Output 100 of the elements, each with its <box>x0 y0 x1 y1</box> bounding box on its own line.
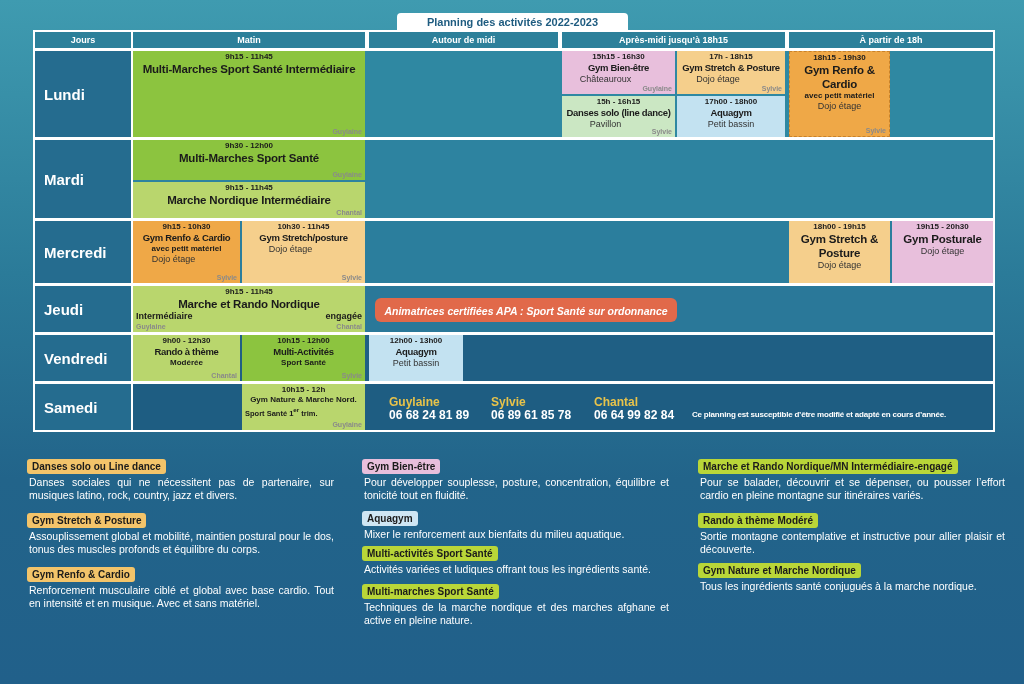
place-text: Dojo étage <box>817 101 862 112</box>
activity-cell <box>133 221 240 283</box>
time-text: 9h15 - 11h45 <box>225 52 273 62</box>
day-header: Samedi <box>35 384 131 430</box>
time-text: 17h - 18h15 <box>709 52 753 62</box>
activity-cell <box>789 51 890 137</box>
time-text: 9h15 - 11h45 <box>225 287 273 297</box>
activity-badge: Rando à thème Modéré <box>698 513 819 528</box>
activity-title: Gym Posturale <box>903 232 982 246</box>
title-tab: Planning des activités 2022-2023 <box>397 13 628 31</box>
time-text: 10h30 - 11h45 <box>277 222 330 232</box>
time-text: 12h00 - 13h00 <box>389 336 443 346</box>
day-header: Mercredi <box>35 221 131 283</box>
time-text: 15h15 - 16h30 <box>592 52 645 62</box>
time-text: 19h15 - 20h30 <box>916 222 969 232</box>
column-header: Matin <box>133 32 365 48</box>
time-text: 18h00 - 19h15 <box>813 222 866 232</box>
notice-banner <box>375 298 677 322</box>
contact-name: Chantal <box>594 395 638 409</box>
activity-cell <box>562 96 675 137</box>
activity-title: Marche et Rando Nordique <box>178 297 320 311</box>
activity-cell <box>677 96 785 137</box>
activity-badge: Gym Stretch & Posture <box>27 513 147 528</box>
activity-detail: Gym Nature & Marche Nord. <box>250 395 357 405</box>
activity-cell <box>242 221 365 283</box>
phone-number: 06 64 99 82 84 <box>594 408 675 422</box>
activity-description: Assouplissement global et mobilité, maintien postural pour le dos, tonus des muscles profonds et équilibre du corps. <box>29 530 334 556</box>
activity-title: Gym Renfo & Cardio <box>142 232 231 244</box>
activity-cell <box>133 286 365 332</box>
column-header: Après-midi jusqu’à 18h15 <box>562 32 785 48</box>
activity-cell <box>133 335 240 381</box>
activity-title: Danses solo (line dance) <box>566 107 671 119</box>
activity-cell <box>562 51 675 94</box>
activity-title: Multi-Marches Sport Santé <box>178 151 320 165</box>
activity-badge: Aquagym <box>362 511 418 526</box>
level-text: engagée <box>325 311 362 321</box>
place-text: Petit bassin <box>707 119 755 130</box>
activity-description: Mixer le renforcement aux bienfaits du milieu aquatique. <box>364 528 626 541</box>
activity-badge: Gym Nature et Marche Nordique <box>698 563 861 578</box>
time-text: 10h15 - 12h00 <box>277 336 330 346</box>
activity-title: Gym Bien-être <box>587 62 649 74</box>
time-text: 18h15 - 19h30 <box>813 53 866 63</box>
activity-badge: Multi-activités Sport Santé <box>362 546 498 561</box>
activity-badge: Multi-marches Sport Santé <box>362 584 499 599</box>
activity-description: Danses sociales qui ne nécessitent pas de partenaire, sur musiques latino, rock, country, jazz et divers. <box>29 476 334 502</box>
activity-cell <box>133 182 365 218</box>
activity-cell <box>892 221 993 283</box>
time-text: 9h00 - 12h30 <box>162 336 211 346</box>
activity-badge: Gym Bien-être <box>362 459 441 474</box>
activity-title: Marche Nordique Intermédiaire <box>167 193 331 207</box>
banner-text: Animatrices certifiées APA : Sport Santé sur ordonnance <box>384 304 668 319</box>
contact-name: Guylaine <box>389 395 440 409</box>
activity-title: Aquagym <box>710 107 752 119</box>
activity-cell <box>677 51 785 94</box>
place-text: Dojo étage <box>920 246 965 257</box>
day-header: Lundi <box>35 51 131 137</box>
level-text: Intermédiaire <box>136 311 193 321</box>
time-text: 15h - 16h15 <box>596 97 641 107</box>
phone-number: 06 89 61 85 78 <box>491 408 572 422</box>
activity-title: Multi-Marches Sport Santé Intermédiaire <box>142 62 356 76</box>
day-header: Mardi <box>35 140 131 218</box>
activity-description: Renforcement musculaire ciblé et global avec base cardio. Tout en intensité et en musique. Avec et sans matériel. <box>29 584 334 610</box>
activity-badge: Gym Renfo & Cardio <box>27 567 135 582</box>
activity-detail: avec petit matériel <box>151 244 222 254</box>
place-text: Dojo étage <box>817 260 862 271</box>
activity-description: Sortie montagne contemplative et instructive pour allier plaisir et découverte. <box>700 530 1005 556</box>
phone-number: 06 68 24 81 89 <box>389 408 470 422</box>
activity-detail: Sport Santé <box>281 358 326 368</box>
activity-badge: Marche et Rando Nordique/MN Intermédiaire-engagé <box>698 459 958 474</box>
column-header: À partir de 18h <box>789 32 993 48</box>
note-text: Ce planning est susceptible d’être modifié et adapté en cours d’année. <box>692 410 947 419</box>
place-text: Pavillon <box>589 119 623 130</box>
place-text: Châteauroux <box>579 74 633 85</box>
activity-cell <box>789 221 890 283</box>
activity-detail: Modérée <box>170 358 203 368</box>
place-text: Petit bassin <box>392 358 440 369</box>
activity-title: Rando à thème <box>154 346 219 358</box>
activity-title: Aquagym <box>395 346 437 358</box>
time-text: 17h00 - 18h00 <box>704 97 758 107</box>
activity-title: Gym Stretch/posture <box>259 232 348 244</box>
column-header: Jours <box>35 32 131 48</box>
activity-cell <box>133 51 365 137</box>
activity-cell <box>242 335 365 381</box>
activity-detail: avec petit matériel <box>804 91 875 101</box>
place-text: Dojo étage <box>151 254 197 265</box>
activity-description: Pour développer souplesse, posture, concentration, équilibre et tonicité tout en fluidité. <box>364 476 669 502</box>
activity-cell <box>242 384 365 430</box>
activity-title: Gym Renfo & Cardio <box>803 63 876 91</box>
activity-cell <box>369 335 463 381</box>
activity-title: Gym Stretch & Posture <box>799 232 880 260</box>
activity-description: Pour se balader, découvrir et se dépenser, ou pousser l’effort cardio en pleine montagne sur itinéraires variés. <box>700 476 1005 502</box>
time-text: 9h30 - 12h00 <box>225 141 273 151</box>
time-text: 9h15 - 10h30 <box>162 222 211 232</box>
activity-title: Multi-Activités <box>273 346 334 358</box>
activity-description: Activités variées et ludiques offrant tous les ingrédients santé. <box>364 563 652 576</box>
contact-name: Sylvie <box>491 395 526 409</box>
activity-description: Tous les ingrédients santé conjugués à la marche nordique. <box>700 580 978 593</box>
day-header: Vendredi <box>35 335 131 381</box>
activity-title: Gym Stretch & Posture <box>682 62 780 74</box>
place-text: Dojo étage <box>696 74 741 85</box>
